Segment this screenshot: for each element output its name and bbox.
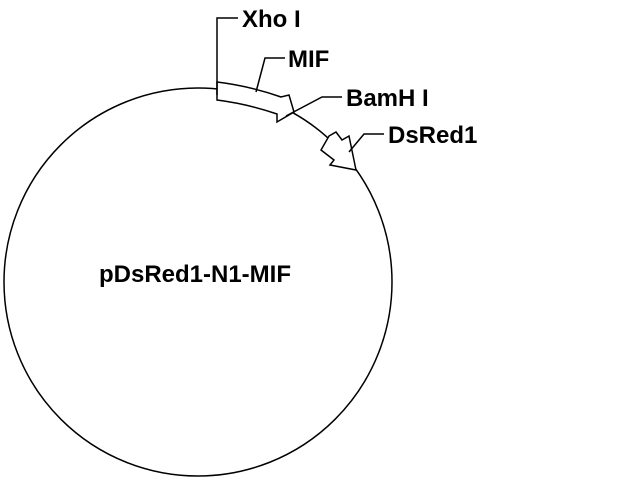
dsred-leader-line: [348, 133, 384, 153]
plasmid-name: pDsRed1-N1-MIF: [99, 261, 291, 288]
dsred-label: DsRed1: [388, 122, 477, 149]
mif-insert-arrow: [216, 81, 295, 124]
bamh-leader-line: [285, 96, 342, 117]
mif-label: MIF: [288, 46, 329, 73]
dsred1-feature-arrow: [320, 131, 357, 171]
xho-leader-line: [216, 17, 238, 95]
bamh-label: BamH I: [346, 85, 429, 112]
xho-label: Xho I: [242, 6, 301, 33]
plasmid-circle: [3, 87, 393, 477]
mif-leader-line: [255, 57, 285, 93]
